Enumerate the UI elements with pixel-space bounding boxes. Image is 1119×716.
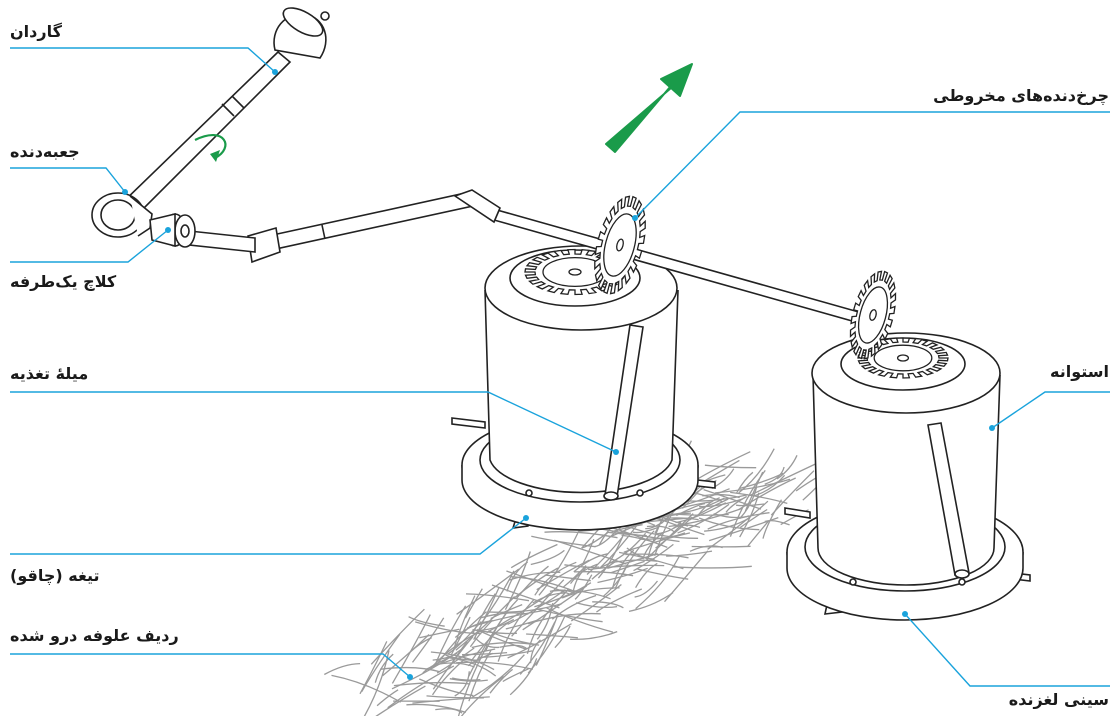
label-cut-forage-row: ردیف علوفه درو شده — [10, 626, 179, 646]
straw-strand — [383, 635, 429, 676]
gardan-shaft — [92, 2, 329, 247]
straw-strand — [490, 669, 513, 693]
leader-gardan — [10, 48, 275, 72]
straw-strand — [531, 536, 595, 547]
straw-strand — [360, 641, 387, 693]
straw-strand — [510, 658, 537, 694]
label-sliding-tray: سینی لغزنده — [1009, 690, 1109, 710]
straw-strand — [419, 629, 459, 638]
straw-strand — [454, 596, 475, 650]
straw-strand — [371, 609, 424, 664]
leader-bevel-gears — [635, 112, 1110, 218]
leader-clutch — [10, 230, 168, 262]
label-cylinder: استوانه — [1050, 362, 1109, 382]
straw-strand — [456, 662, 533, 669]
straw-strand — [537, 560, 590, 590]
straw-strand — [465, 589, 482, 618]
label-blade: تیغه (چاقو) — [10, 566, 100, 586]
label-feed-bar: میلهٔ تغذیه — [10, 364, 88, 384]
straw-strand — [563, 566, 586, 588]
straw-strand — [455, 676, 503, 716]
straw-strand — [324, 664, 360, 675]
leader-cylinder — [992, 392, 1110, 428]
leader-blade — [10, 518, 526, 554]
leader-tray — [905, 614, 1110, 686]
leader-gearbox — [10, 168, 125, 192]
straw-strand — [531, 550, 565, 564]
label-gardan: گاردان — [10, 22, 62, 42]
straw-strand — [596, 589, 641, 612]
straw-strand — [332, 675, 401, 702]
straw-strand — [636, 557, 680, 609]
label-bevel-gears: چرخ‌دنده‌های مخروطی — [933, 86, 1109, 106]
straw-strand — [435, 709, 462, 713]
label-gearbox: جعبه‌دنده — [10, 142, 80, 162]
straw-strand — [692, 546, 751, 547]
straw-strand — [673, 566, 752, 568]
label-one-way-clutch: کلاچ یک‌طرفه — [10, 272, 116, 292]
straw-strand — [516, 566, 548, 598]
leader-forage — [10, 654, 410, 677]
straw-strand — [406, 704, 465, 712]
right-blade-1 — [785, 508, 810, 518]
left-blade-1 — [452, 418, 485, 428]
straw-strand — [699, 518, 759, 530]
arrow-up-right-icon — [606, 64, 692, 152]
